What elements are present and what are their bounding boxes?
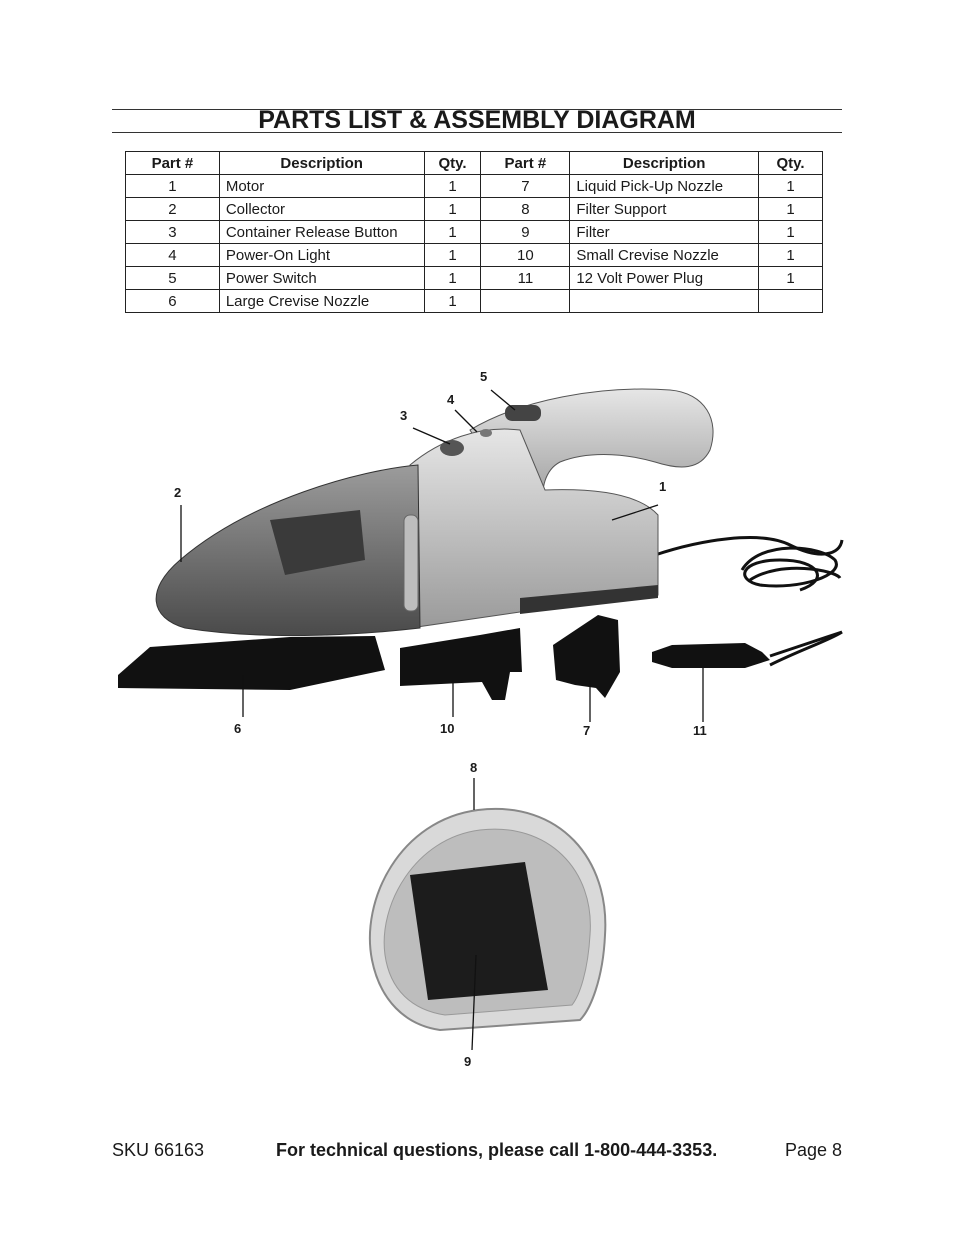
sku-number: SKU 66163 [112,1140,205,1160]
title-top-rule [112,109,842,110]
technical-support-line: For technical questions, please call 1-8… [276,1140,718,1160]
header-quantity: Qty. [758,151,823,175]
part-number-cell [480,289,571,313]
power-plug-cord [769,630,843,658]
callout-7: 7 [583,723,590,738]
quantity-cell: 1 [758,266,823,290]
description-cell: Power-On Light [218,243,425,267]
callout-4: 4 [447,392,455,407]
housing-base [520,585,658,614]
table-header-row: Part # Description Qty. Part # Descripti… [125,151,823,175]
callout-1: 1 [659,479,666,494]
callout-5: 5 [480,369,487,384]
part-number-cell: 1 [125,174,220,198]
quantity-cell: 1 [758,174,823,198]
power-on-light [480,429,492,437]
leader-lines [180,389,704,1051]
title-bottom-rule [112,132,842,133]
callout-3: 3 [400,408,407,423]
part-number-cell: 7 [480,174,571,198]
description-cell: Filter Support [569,197,760,221]
quantity-cell: 1 [423,174,482,198]
header-description: Description [569,151,760,175]
header-part-number: Part # [480,151,571,175]
parts-list-table: Part # Description Qty. Part # Descripti… [125,151,823,313]
callout-8: 8 [470,760,477,775]
callout-6: 6 [234,721,241,736]
part-number-cell: 6 [125,289,220,313]
filter [410,862,548,1000]
table-row: 2 Collector 1 8 Filter Support 1 [125,197,823,221]
side-vent [403,514,419,612]
page-number: Page 8 [784,1140,842,1160]
container-release-button [440,440,464,456]
callout-10: 10 [440,721,454,736]
table-row: 1 Motor 1 7 Liquid Pick-Up Nozzle 1 [125,174,823,198]
collector-inner-tube [270,510,365,575]
description-cell [569,289,760,313]
power-switch [505,405,541,421]
part-number-cell: 3 [125,220,220,244]
description-cell: Collector [218,197,425,221]
header-description: Description [218,151,425,175]
quantity-cell: 1 [423,289,482,313]
callout-2: 2 [174,485,181,500]
quantity-cell: 1 [758,197,823,221]
liquid-pick-up-nozzle [553,615,620,698]
large-crevise-nozzle [118,636,385,690]
small-crevise-nozzle [400,628,522,700]
quantity-cell [758,289,823,313]
callout-9: 9 [464,1054,471,1069]
description-cell: Filter [569,220,760,244]
table-row: 3 Container Release Button 1 9 Filter 1 [125,220,823,244]
power-plug [652,643,770,668]
table-row: 6 Large Crevise Nozzle 1 [125,289,823,313]
description-cell: Large Crevise Nozzle [218,289,425,313]
table-row: 4 Power-On Light 1 10 Small Crevise Nozz… [125,243,823,267]
quantity-cell: 1 [758,220,823,244]
callout-11: 11 [693,723,707,738]
page-title: PARTS LIST & ASSEMBLY DIAGRAM [258,106,696,134]
